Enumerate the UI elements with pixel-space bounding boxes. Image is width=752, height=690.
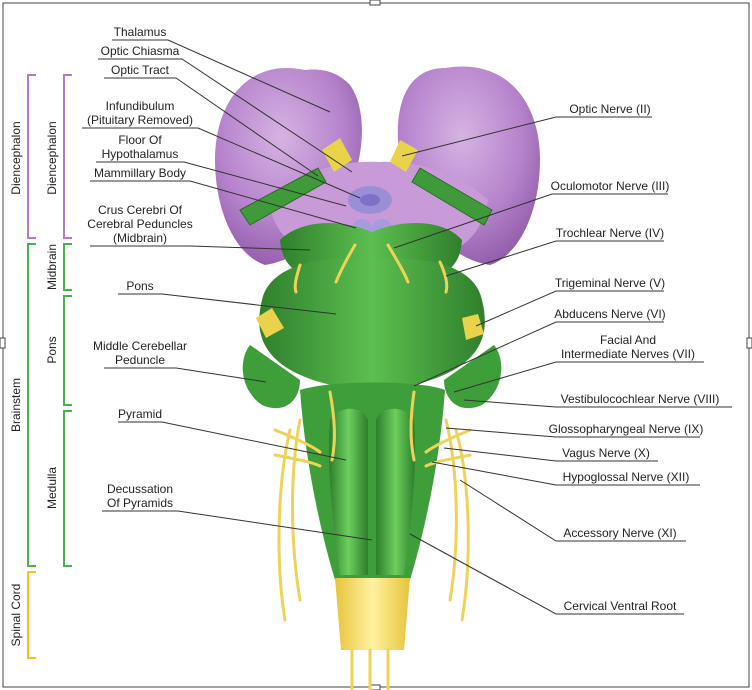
label-floor-hypothalamus: Floor Of Hypothalamus bbox=[96, 133, 347, 207]
brain-illustration bbox=[215, 66, 540, 690]
label-line: Optic Chiasma bbox=[101, 44, 180, 58]
label-line: Hypoglossal Nerve (XII) bbox=[563, 470, 690, 484]
handle-right bbox=[746, 337, 752, 349]
label-line: Mammillary Body bbox=[94, 166, 186, 180]
label-vagus-nerve: Vagus Nerve (X) bbox=[443, 446, 658, 462]
label-line: Trigeminal Nerve (V) bbox=[555, 276, 665, 290]
label-line: Crus Cerebri Of bbox=[98, 203, 183, 217]
label-line: Middle Cerebellar bbox=[93, 339, 187, 353]
label-line: Pons bbox=[126, 279, 153, 293]
label-line: Oculomotor Nerve (III) bbox=[551, 179, 670, 193]
region-midbrain: Midbrain bbox=[45, 244, 59, 290]
label-line: Thalamus bbox=[114, 25, 167, 39]
bracket-midbrain bbox=[63, 243, 72, 291]
label-thalamus: Thalamus bbox=[112, 25, 331, 113]
label-line: Pyramid bbox=[118, 407, 162, 421]
right-labels: Optic Nerve (II) Oculomotor Nerve (III) … bbox=[393, 102, 732, 615]
label-middle-cerebellar-peduncle: Middle Cerebellar Peduncle bbox=[93, 339, 267, 383]
label-cervical-ventral-root: Cervical Ventral Root bbox=[409, 533, 684, 615]
region-labels: Diencephalon Diencephalon Brainstem Midb… bbox=[9, 121, 59, 646]
region-diencephalon-outer: Diencephalon bbox=[9, 121, 23, 194]
label-facial-nerves: Facial And Intermediate Nerves (VII) bbox=[453, 333, 704, 393]
trigeminal-right bbox=[462, 314, 484, 340]
label-glossopharyngeal-nerve: Glossopharyngeal Nerve (IX) bbox=[445, 422, 704, 438]
bracket-diencephalon-inner bbox=[63, 74, 72, 239]
bracket-medulla bbox=[63, 410, 72, 567]
label-optic-tract: Optic Tract bbox=[104, 63, 319, 177]
cranial-nerve-strands bbox=[273, 243, 472, 690]
label-line: Floor Of bbox=[118, 133, 162, 147]
label-mammillary-body: Mammillary Body bbox=[90, 166, 357, 229]
label-pyramid: Pyramid bbox=[118, 407, 347, 461]
label-line: Optic Tract bbox=[111, 63, 170, 77]
label-decussation: Decussation Of Pyramids bbox=[102, 482, 373, 541]
region-pons: Pons bbox=[45, 336, 59, 363]
label-line: Accessory Nerve (XI) bbox=[563, 526, 676, 540]
region-brainstem: Brainstem bbox=[9, 378, 23, 432]
label-pons: Pons bbox=[118, 279, 337, 315]
label-line: (Midbrain) bbox=[113, 231, 167, 245]
label-line: Optic Nerve (II) bbox=[569, 102, 650, 116]
region-diencephalon-inner: Diencephalon bbox=[45, 121, 59, 194]
bracket-spinal-cord bbox=[27, 571, 36, 659]
label-line: (Pituitary Removed) bbox=[87, 113, 193, 127]
label-line: Glossopharyngeal Nerve (IX) bbox=[549, 422, 704, 436]
bracket-brainstem bbox=[27, 243, 36, 567]
pons-shape bbox=[259, 258, 485, 392]
label-line: Infundibulum bbox=[106, 99, 175, 113]
region-spinal-cord: Spinal Cord bbox=[9, 584, 23, 647]
label-line: Intermediate Nerves (VII) bbox=[561, 347, 695, 361]
label-line: Facial And bbox=[600, 333, 656, 347]
spinal-cord-shape bbox=[335, 578, 410, 650]
bracket-diencephalon-outer bbox=[27, 74, 36, 239]
label-trochlear-nerve: Trochlear Nerve (IV) bbox=[445, 226, 664, 277]
bracket-pons bbox=[63, 295, 72, 406]
pyramid-right bbox=[376, 408, 416, 575]
trigeminal-left bbox=[256, 308, 284, 338]
label-line: Hypothalamus bbox=[102, 147, 179, 161]
label-line: Peduncle bbox=[115, 353, 165, 367]
handle-top bbox=[369, 0, 381, 6]
label-vestibulocochlear-nerve: Vestibulocochlear Nerve (VIII) bbox=[463, 392, 732, 408]
peduncle-right bbox=[444, 345, 502, 409]
label-line: Cerebral Peduncles bbox=[87, 217, 192, 231]
handle-left bbox=[0, 337, 6, 349]
label-line: Trochlear Nerve (IV) bbox=[556, 226, 664, 240]
optic-nerve-left bbox=[322, 138, 352, 172]
label-line: Cervical Ventral Root bbox=[564, 599, 677, 613]
peduncle-left bbox=[242, 345, 300, 409]
label-optic-chiasma: Optic Chiasma bbox=[98, 44, 353, 173]
label-trigeminal-nerve: Trigeminal Nerve (V) bbox=[475, 276, 665, 327]
label-hypoglossal-nerve: Hypoglossal Nerve (XII) bbox=[431, 461, 700, 486]
label-line: Of Pyramids bbox=[107, 496, 173, 510]
label-line: Abducens Nerve (VI) bbox=[554, 307, 665, 321]
label-oculomotor-nerve: Oculomotor Nerve (III) bbox=[393, 179, 670, 249]
optic-tract-right bbox=[411, 167, 493, 226]
label-line: Vagus Nerve (X) bbox=[562, 446, 650, 460]
optic-tract-left bbox=[239, 167, 327, 226]
label-infundibulum: Infundibulum (Pituitary Removed) bbox=[82, 99, 361, 199]
region-medulla: Medulla bbox=[45, 467, 59, 509]
label-line: Vestibulocochlear Nerve (VIII) bbox=[561, 392, 720, 406]
region-brackets bbox=[27, 74, 72, 659]
left-labels: Thalamus Optic Chiasma Optic Tract Infun… bbox=[82, 25, 373, 541]
label-abducens-nerve: Abducens Nerve (VI) bbox=[413, 307, 666, 387]
pyramid-left bbox=[328, 408, 368, 575]
label-crus-cerebri: Crus Cerebri Of Cerebral Peduncles (Midb… bbox=[87, 203, 311, 251]
label-line: Decussation bbox=[107, 482, 173, 496]
label-accessory-nerve: Accessory Nerve (XI) bbox=[459, 479, 686, 542]
label-optic-nerve: Optic Nerve (II) bbox=[401, 102, 652, 157]
